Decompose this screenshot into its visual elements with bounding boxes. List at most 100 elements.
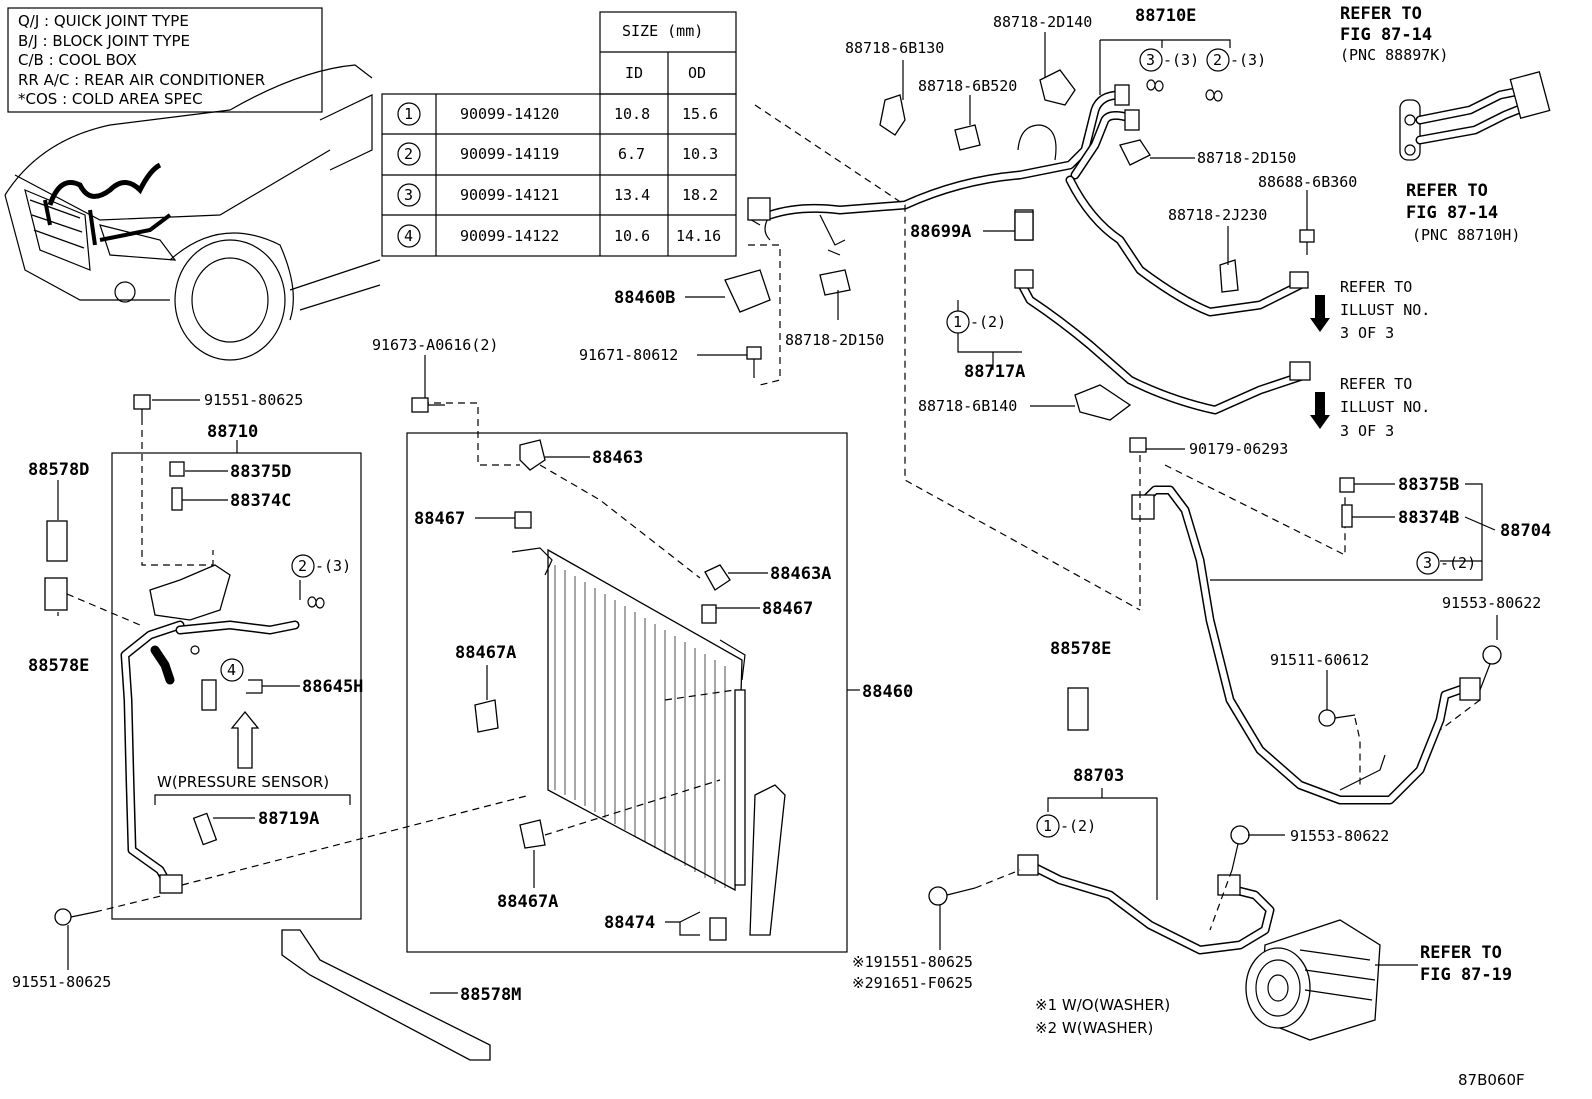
part-labels: 88718-6B130 88718-2D140 88710E REFER TO … bbox=[12, 4, 1551, 1089]
part-label: 88474 bbox=[604, 913, 655, 933]
down-arrow-icon bbox=[1310, 295, 1330, 332]
legend-line: Q/J : QUICK JOINT TYPE bbox=[18, 12, 189, 30]
table-cell-od: 15.6 bbox=[682, 105, 718, 123]
cushion-88467b-icon bbox=[701, 604, 717, 624]
refer-label: REFER TO bbox=[1340, 278, 1412, 296]
part-label: 88688-6B360 bbox=[1258, 173, 1357, 191]
part-label: 91673-A0616(2) bbox=[372, 336, 498, 354]
note-part-label: ※191551-80625 bbox=[852, 953, 973, 971]
note-label: ※2 W(WASHER) bbox=[1035, 1019, 1153, 1037]
part-label: 91553-80622 bbox=[1290, 827, 1389, 845]
refer-label: FIG 87-14 bbox=[1406, 203, 1498, 223]
part-label: 88463A bbox=[770, 564, 831, 584]
svg-text:3: 3 bbox=[1146, 51, 1155, 69]
bracket-88460B-icon bbox=[724, 269, 771, 313]
cushion-88467-icon bbox=[514, 511, 532, 529]
core-88374C-icon bbox=[171, 487, 183, 511]
table-cell-od: 10.3 bbox=[682, 145, 718, 163]
svg-text:2: 2 bbox=[298, 557, 307, 575]
bolt-88688-6B360-icon bbox=[1299, 229, 1315, 255]
pressure-sensor-label: W(PRESSURE SENSOR) bbox=[157, 773, 329, 791]
desiccant-88474-icon bbox=[709, 917, 727, 941]
seal-88578E-b-icon bbox=[1067, 687, 1089, 731]
part-label: 88699A bbox=[910, 222, 971, 242]
part-label: 88460B bbox=[614, 288, 675, 308]
table-row-num: 1 bbox=[404, 105, 413, 123]
bolt-91553a-icon bbox=[1479, 645, 1502, 691]
part-label: 88703 bbox=[1073, 766, 1124, 786]
bolt-91511-icon bbox=[1318, 709, 1356, 727]
part-label: 88717A bbox=[964, 362, 1025, 382]
part-label: 91671-80612 bbox=[579, 346, 678, 364]
refer-label: 3 OF 3 bbox=[1340, 422, 1394, 440]
part-label: 88718-6B520 bbox=[918, 77, 1017, 95]
table-header-id: ID bbox=[625, 64, 643, 82]
refer-label: FIG 87-19 bbox=[1420, 965, 1512, 985]
oring-qty: -(2) bbox=[1060, 817, 1096, 835]
note-part-label: ※291651-F0625 bbox=[852, 974, 973, 992]
refer-label: 3 OF 3 bbox=[1340, 324, 1394, 342]
oring-qty: -(3) bbox=[1230, 51, 1266, 69]
table-cell-od: 18.2 bbox=[682, 186, 718, 204]
part-label: 88718-2D140 bbox=[993, 13, 1092, 31]
bolt-91671-icon bbox=[746, 346, 762, 378]
cushion-88467A-b-icon bbox=[519, 819, 546, 849]
condenser-fins bbox=[554, 565, 726, 888]
svg-text:3: 3 bbox=[1423, 554, 1432, 572]
part-label: 88578E bbox=[28, 656, 89, 676]
clamp-88718-6B520-icon bbox=[954, 124, 981, 151]
refer-label: (PNC 88710H) bbox=[1412, 226, 1520, 244]
cap-88375B-icon bbox=[1339, 477, 1355, 493]
refer-label: ILLUST NO. bbox=[1340, 301, 1430, 319]
svg-text:1: 1 bbox=[953, 313, 962, 331]
legend-box: Q/J : QUICK JOINT TYPE B/J : BLOCK JOINT… bbox=[7, 7, 323, 113]
box-88460 bbox=[406, 397, 848, 953]
switch-88699A-icon bbox=[1014, 211, 1034, 241]
part-label: 88467 bbox=[762, 599, 813, 619]
upper-pipes bbox=[747, 71, 1551, 415]
part-label: 88375B bbox=[1398, 475, 1459, 495]
part-label: 88710E bbox=[1135, 6, 1196, 26]
cushion-88467A-icon bbox=[474, 699, 499, 733]
part-label: 88704 bbox=[1500, 521, 1551, 541]
sensor-88645H-icon bbox=[201, 679, 217, 711]
part-label: 91551-80625 bbox=[204, 391, 303, 409]
refer-label: (PNC 88897K) bbox=[1340, 46, 1448, 64]
clamp-88718-2D150-icon bbox=[1119, 139, 1151, 166]
part-label: 88374B bbox=[1398, 508, 1459, 528]
sensor-88719A-icon bbox=[192, 812, 218, 846]
table-cell-od: 14.16 bbox=[676, 227, 721, 245]
clip-88463-icon bbox=[519, 439, 546, 471]
part-label: 88718-2D150 bbox=[785, 331, 884, 349]
clamp-88718-6B130-icon bbox=[879, 94, 906, 136]
part-label: 88718-2J230 bbox=[1168, 206, 1267, 224]
legend-line: B/J : BLOCK JOINT TYPE bbox=[18, 32, 190, 50]
bolt-91551-icon bbox=[133, 394, 151, 418]
table-row-num: 4 bbox=[404, 227, 413, 245]
table-header-od: OD bbox=[688, 64, 706, 82]
nut-90179-icon bbox=[1129, 437, 1147, 453]
part-label: 91551-80625 bbox=[12, 973, 111, 991]
part-label: 88645H bbox=[302, 677, 363, 697]
part-label: 88578E bbox=[1050, 639, 1111, 659]
seal-88578M-icon bbox=[281, 929, 491, 1061]
part-label: 88710 bbox=[207, 422, 258, 442]
part-label: 88463 bbox=[592, 448, 643, 468]
part-label: 88718-6B140 bbox=[918, 397, 1017, 415]
cap-88375D-icon bbox=[169, 461, 185, 477]
oring-callouts: 3 2 1 2 4 3 1 bbox=[220, 48, 1440, 838]
legend-line: C/B : COOL BOX bbox=[18, 51, 137, 69]
legend-line: RR A/C : REAR AIR CONDITIONER bbox=[18, 71, 265, 89]
legend-line: *COS : COLD AREA SPEC bbox=[18, 90, 203, 108]
oring-qty: -(2) bbox=[1440, 554, 1476, 572]
refer-label: ILLUST NO. bbox=[1340, 398, 1430, 416]
part-label: 90179-06293 bbox=[1189, 440, 1288, 458]
hose-88703 bbox=[928, 687, 1275, 955]
oring-size-table: SIZE (mm) ID OD 1 90099-14120 10.8 15.6 … bbox=[381, 11, 737, 257]
svg-text:4: 4 bbox=[227, 661, 236, 679]
table-cell-id: 10.6 bbox=[614, 227, 650, 245]
compressor-icon bbox=[1245, 919, 1381, 1041]
part-label: 88719A bbox=[258, 809, 319, 829]
clamp-88718-2D140-icon bbox=[1039, 69, 1076, 106]
